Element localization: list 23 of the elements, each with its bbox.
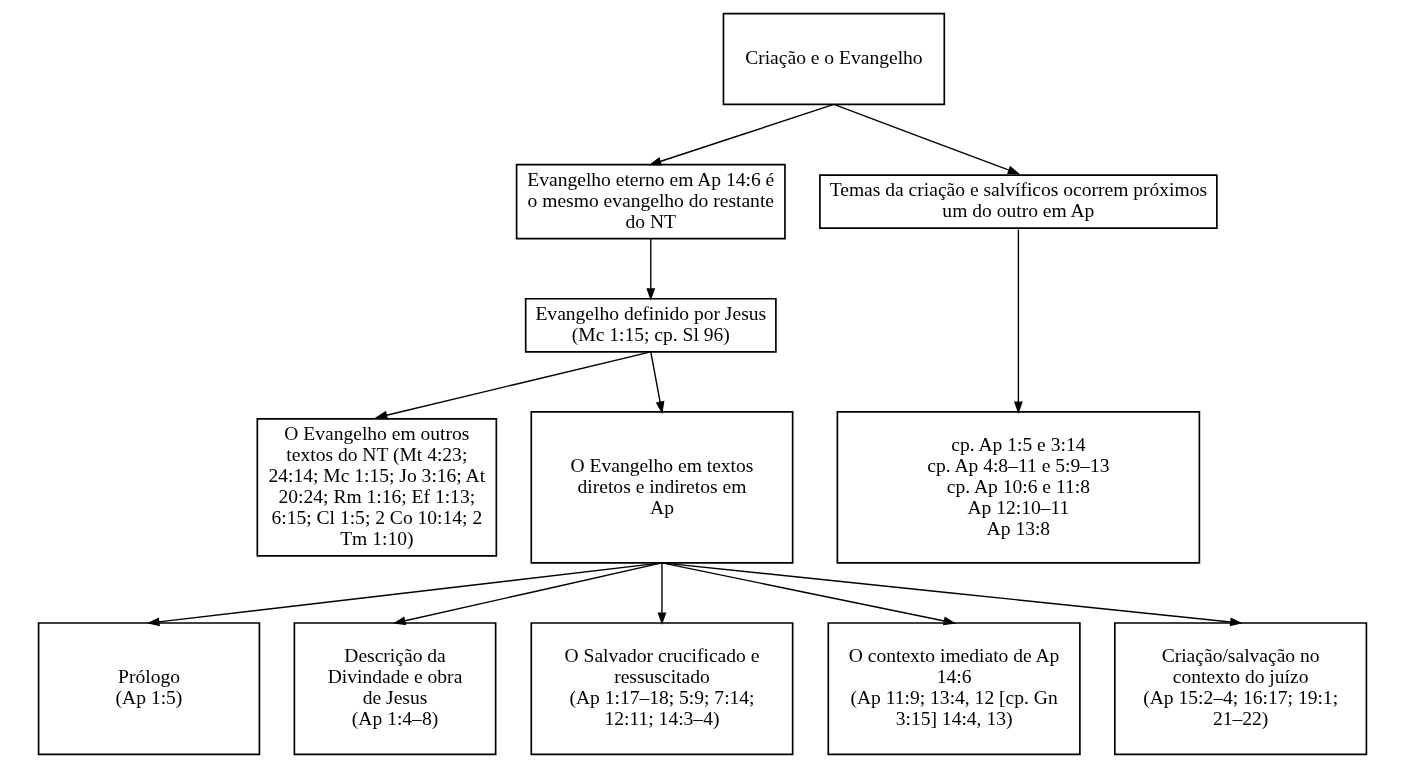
node-box: O Evangelho em textos diretos e indiretos em Ap: [529, 411, 793, 564]
arrow: [1013, 228, 1023, 415]
node-box: O contexto imediato de Ap 14:6 (Ap 11:9; 13:4, 12 [cp. Gn 3:15] 14:4, 13): [826, 622, 1081, 756]
node-box: Criação/salvação no contexto do juízo (Ap 15:2–4; 16:17; 19:1; 21–22): [1113, 622, 1367, 756]
node-box: Descrição da Divindade e obra de Jesus (Ap 1:4–8): [293, 622, 496, 756]
node-box: Prólogo (Ap 1:5): [37, 622, 260, 756]
arrow: [374, 351, 651, 420]
node-box: cp. Ap 1:5 e 3:14 cp. Ap 4:8–11 e 5:9–13 cp. Ap 10:6 e 11:8 Ap 12:10–11 Ap 13:8: [836, 411, 1200, 564]
node-box: Criação e o Evangelho: [722, 12, 945, 106]
node-box: O Evangelho em outros textos do NT (Mt 4:23; 24:14; Mc 1:15; Jo 3:16; At 20:24; Rm 1:16; Ef 1:13; 6:15; Cl 1:5; 2 Co 10:14; 2 Tm 1:10): [256, 418, 497, 557]
node-box: Evangelho definido por Jesus (Mc 1:15; cp. Sl 96): [524, 297, 777, 353]
node-box: O Salvador crucificado e ressuscitado (Ap 1:17–18; 5:9; 7:14; 12:11; 14:3–4): [529, 622, 793, 756]
arrow: [657, 562, 666, 626]
arrow: [648, 103, 835, 166]
arrow: [660, 562, 1243, 627]
arrow: [832, 103, 1020, 175]
node-box: Evangelho eterno em Ap 14:6 é o mesmo evangelho do restante do NT: [515, 163, 786, 240]
arrow: [392, 562, 663, 625]
arrow: [146, 562, 663, 627]
arrow: [660, 562, 956, 626]
arrow: [649, 351, 664, 415]
arrow: [645, 237, 655, 301]
node-box: Temas da criação e salvíficos ocorrem próximos um do outro em Ap: [818, 174, 1218, 229]
